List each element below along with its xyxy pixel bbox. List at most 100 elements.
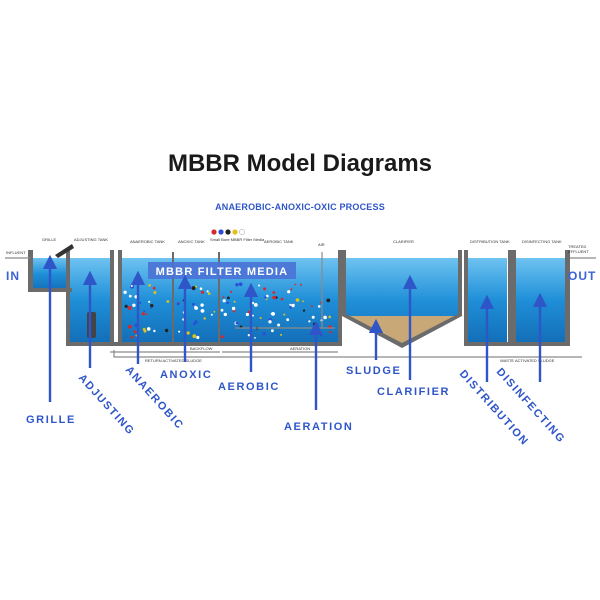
media-particle: [148, 284, 151, 287]
media-particle: [139, 301, 142, 304]
media-particle: [127, 306, 132, 310]
media-particle: [194, 306, 199, 310]
media-particle: [272, 291, 276, 294]
callout-aeration: AERATION: [284, 421, 353, 433]
media-particle: [277, 323, 281, 327]
media-particle: [235, 283, 239, 287]
media-particle: [203, 317, 206, 320]
pump-icon: [87, 312, 96, 338]
tank-small-labels: INFLUENT GRILLE ADJUSTING TANK ANAEROBIC…: [6, 237, 589, 363]
media-particle: [191, 286, 196, 291]
media-particle: [143, 310, 146, 313]
media-particle: [251, 301, 255, 305]
media-particle: [320, 333, 323, 337]
media-particle: [233, 300, 236, 303]
media-particle: [164, 328, 169, 333]
waste-sludge-label: WASTE ACTIVATED SLUDGE: [500, 358, 555, 363]
media-particle: [200, 290, 204, 294]
media-particle: [294, 283, 297, 286]
media-particle: [315, 323, 319, 327]
out-label: OUT: [568, 269, 596, 283]
media-particle: [258, 284, 260, 287]
media-particle: [235, 321, 239, 325]
media-particle: [128, 294, 132, 298]
media-particle: [323, 315, 327, 320]
media-particle: [206, 290, 209, 293]
filter-media-particles: [123, 282, 333, 340]
media-particle: [289, 305, 293, 309]
influent-label: INFLUENT: [6, 250, 26, 255]
media-particle: [226, 301, 229, 305]
distribution-tank-label: DISTRIBUTION TANK: [470, 239, 510, 244]
media-particle: [328, 315, 332, 319]
media-particle: [153, 291, 157, 294]
media-particle: [311, 315, 315, 319]
media-particle: [149, 306, 152, 309]
media-particle: [152, 286, 156, 290]
media-particle: [272, 295, 276, 300]
media-particle: [123, 290, 127, 294]
media-particle: [252, 314, 254, 317]
media-particle: [222, 299, 226, 303]
media-particle: [192, 302, 196, 306]
media-particle: [280, 297, 284, 301]
grille-chamber-water: [33, 258, 70, 290]
media-particle: [230, 290, 233, 293]
media-particle: [166, 300, 170, 303]
media-particle: [290, 288, 293, 291]
media-particle: [253, 303, 258, 307]
media-particle: [132, 303, 136, 307]
media-particle: [299, 283, 302, 286]
callout-anoxic: ANOXIC: [160, 369, 212, 381]
media-particle: [259, 317, 262, 319]
media-particle: [283, 313, 286, 316]
disinfecting-tank-label: DISINFECTING TANK: [522, 239, 562, 244]
media-particle: [200, 303, 204, 307]
media-particle: [266, 294, 269, 298]
media-particle: [302, 300, 305, 303]
media-particle: [271, 329, 274, 333]
media-particle: [141, 312, 145, 316]
media-sample-icon: [211, 229, 245, 235]
media-particle: [270, 312, 273, 315]
anoxic-tank-label: ANOXIC TANK: [178, 239, 205, 244]
effluent-label: EFFLUENT: [568, 249, 589, 254]
media-particle: [254, 337, 256, 339]
media-particle: [238, 282, 243, 287]
media-particle: [286, 318, 290, 322]
media-particle: [247, 334, 251, 337]
media-particle: [124, 304, 128, 308]
media-particle: [302, 309, 306, 312]
media-particle: [213, 310, 216, 313]
media-particle: [313, 322, 316, 326]
media-particle: [153, 329, 156, 333]
backflow-label: BACKFLOW: [190, 346, 213, 351]
media-particle: [200, 309, 205, 313]
media-particle: [231, 306, 236, 311]
media-caption-label: Small Bore MBBR Filter Media: [210, 237, 265, 242]
media-particle: [268, 320, 272, 324]
media-particle: [271, 312, 275, 316]
grille-screen-icon: [55, 244, 74, 258]
media-particle: [148, 300, 151, 303]
callout-distribution: DISTRIBUTION: [457, 368, 531, 448]
media-particle: [127, 324, 132, 329]
callout-disinfecting: DISINFECTING: [494, 366, 568, 446]
media-particle: [310, 305, 313, 308]
in-label: IN: [6, 269, 20, 283]
media-particle: [135, 334, 138, 337]
media-particle: [194, 320, 198, 324]
media-particle: [133, 330, 137, 334]
media-particle: [130, 285, 133, 287]
callout-arrows: [42, 254, 548, 410]
media-particle: [220, 308, 224, 312]
media-particle: [130, 335, 134, 339]
media-particle: [291, 303, 295, 308]
media-particle: [210, 313, 213, 316]
media-particle: [220, 335, 224, 339]
callout-grille: GRILLE: [26, 414, 76, 426]
callout-clarifier: CLARIFIER: [377, 386, 450, 398]
aeration-pipe-label: AERATION: [290, 346, 310, 351]
media-particle: [262, 332, 266, 336]
media-particle: [199, 287, 203, 291]
